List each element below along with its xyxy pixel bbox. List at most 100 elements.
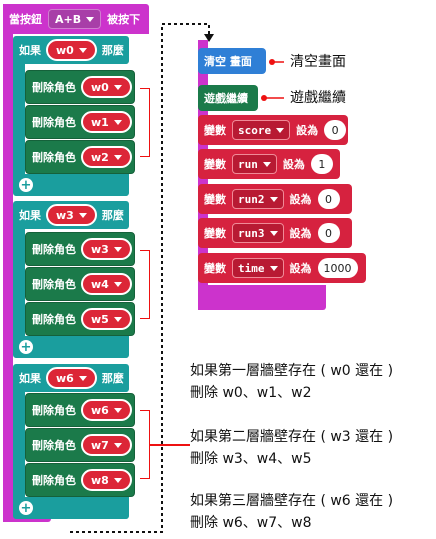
- delete-sprite-label: 刪除角色: [32, 439, 76, 452]
- if-label: 如果: [19, 44, 41, 57]
- if-block-2-spine: [13, 229, 25, 339]
- sprite-dropdown[interactable]: w6: [46, 367, 97, 389]
- sprite-dropdown[interactable]: w5: [81, 308, 132, 330]
- button-dropdown[interactable]: A+B: [48, 9, 102, 29]
- bracket-group-3: [140, 410, 150, 479]
- add-else-plus-icon[interactable]: +: [19, 500, 33, 516]
- if-block-3-spine: [13, 392, 25, 502]
- set-variable-block[interactable]: 變數 score 設為 0: [198, 115, 348, 145]
- add-else-plus-icon[interactable]: +: [19, 177, 33, 193]
- delete-sprite-label: 刪除角色: [32, 243, 76, 256]
- delete-sprite-label: 刪除角色: [32, 151, 76, 164]
- delete-sprite-block[interactable]: 刪除角色 w4: [25, 267, 135, 301]
- then-label: 那麼: [101, 372, 124, 385]
- if-block-2[interactable]: 如果 w3 那麼: [13, 201, 129, 229]
- variable-dropdown[interactable]: score: [232, 120, 291, 140]
- if-block-3[interactable]: 如果 w6 那麼: [13, 364, 129, 392]
- chevron-down-icon: [113, 281, 122, 287]
- sprite-dropdown[interactable]: w0: [81, 76, 132, 98]
- annotation-group-3: 如果第三層牆壁存在 ( w6 還在 ) 刪除 w6、w7、w8: [190, 493, 394, 531]
- set-variable-block[interactable]: 變數 run 設為 1: [198, 149, 340, 179]
- delete-sprite-block[interactable]: 刪除角色 w2: [25, 140, 135, 174]
- set-variable-block[interactable]: 變數 run2 設為 0: [198, 184, 352, 214]
- set-variable-block[interactable]: 變數 time 設為 1000: [198, 253, 366, 283]
- sprite-dropdown[interactable]: w4: [81, 273, 132, 295]
- value-input[interactable]: 0: [317, 223, 340, 243]
- event-block-spine: [3, 4, 13, 522]
- value-input[interactable]: 1000: [317, 258, 358, 278]
- sprite-dropdown[interactable]: w0: [46, 39, 97, 61]
- set-to-label: 設為: [289, 193, 312, 206]
- delete-sprite-block[interactable]: 刪除角色 w7: [25, 428, 135, 462]
- delete-sprite-block[interactable]: 刪除角色 w1: [25, 105, 135, 139]
- delete-sprite-block[interactable]: 刪除角色 w5: [25, 302, 135, 336]
- delete-sprite-label: 刪除角色: [32, 474, 76, 487]
- connector-group-3: [150, 444, 190, 446]
- on-button-pressed-block[interactable]: 當按鈕 A+B 被按下: [3, 4, 149, 34]
- set-to-label: 設為: [289, 262, 312, 275]
- if-block-1[interactable]: 如果 w0 那麼: [13, 36, 129, 64]
- chevron-down-icon: [78, 212, 87, 218]
- value-input[interactable]: 1: [310, 154, 333, 174]
- then-label: 那麼: [101, 44, 124, 57]
- continue-game-label: 遊戲繼續: [204, 92, 248, 105]
- chevron-down-icon: [78, 47, 87, 53]
- variable-label: 變數: [204, 262, 226, 275]
- chevron-down-icon: [262, 161, 271, 167]
- annotation-continue-game: 遊戲繼續: [290, 90, 346, 106]
- sprite-dropdown[interactable]: w1: [81, 111, 132, 133]
- continue-game-block[interactable]: 遊戲繼續: [198, 85, 258, 111]
- bracket-group-2: [140, 250, 150, 319]
- on-button-label: 當按鈕: [9, 13, 42, 26]
- variable-label: 變數: [204, 227, 226, 240]
- delete-sprite-block[interactable]: 刪除角色 w3: [25, 232, 135, 266]
- delete-sprite-label: 刪除角色: [32, 81, 76, 94]
- then-label: 那麼: [101, 209, 124, 222]
- delete-sprite-block[interactable]: 刪除角色 w6: [25, 393, 135, 427]
- chevron-down-icon: [269, 265, 278, 271]
- value-input[interactable]: 0: [324, 120, 347, 140]
- sprite-dropdown[interactable]: w2: [81, 146, 132, 168]
- clear-screen-block[interactable]: 清空 畫面: [198, 48, 266, 74]
- chevron-down-icon: [276, 127, 285, 133]
- chevron-down-icon: [113, 119, 122, 125]
- variable-dropdown[interactable]: run: [232, 154, 277, 174]
- variable-label: 變數: [204, 158, 226, 171]
- bracket-group-1: [140, 88, 150, 157]
- sprite-dropdown[interactable]: w3: [81, 238, 132, 260]
- arrow-down-icon: [204, 34, 214, 42]
- variable-label: 變數: [204, 124, 226, 137]
- if-block-1-spine: [13, 64, 25, 174]
- delete-sprite-label: 刪除角色: [32, 313, 76, 326]
- annotation-group-1: 如果第一層牆壁存在 ( w0 還在 ) 刪除 w0、w1、w2: [190, 363, 394, 401]
- if-label: 如果: [19, 372, 41, 385]
- chevron-down-icon: [269, 230, 278, 236]
- delete-sprite-block[interactable]: 刪除角色 w0: [25, 70, 135, 104]
- sprite-dropdown[interactable]: w8: [81, 469, 132, 491]
- variable-dropdown[interactable]: run2: [232, 189, 284, 209]
- sprite-dropdown[interactable]: w7: [81, 434, 132, 456]
- chevron-down-icon: [86, 16, 95, 22]
- variable-dropdown[interactable]: run3: [232, 223, 284, 243]
- value-input[interactable]: 0: [317, 189, 340, 209]
- set-variable-block[interactable]: 變數 run3 設為 0: [198, 218, 352, 248]
- delete-sprite-label: 刪除角色: [32, 404, 76, 417]
- chevron-down-icon: [113, 442, 122, 448]
- set-to-label: 設為: [289, 227, 312, 240]
- delete-sprite-block[interactable]: 刪除角色 w8: [25, 463, 135, 497]
- if-block-2-footer: +: [13, 336, 129, 358]
- set-to-label: 設為: [296, 124, 319, 137]
- clear-screen-label: 清空 畫面: [204, 55, 252, 68]
- annotation-clear-screen: 清空畫面: [290, 54, 346, 70]
- sprite-dropdown[interactable]: w3: [46, 204, 97, 226]
- if-block-1-footer: +: [13, 174, 129, 196]
- add-else-plus-icon[interactable]: +: [19, 339, 33, 355]
- chevron-down-icon: [113, 84, 122, 90]
- sprite-dropdown[interactable]: w6: [81, 399, 132, 421]
- pressed-label: 被按下: [107, 13, 141, 26]
- chevron-down-icon: [113, 316, 122, 322]
- variable-dropdown[interactable]: time: [232, 258, 284, 278]
- variable-label: 變數: [204, 193, 226, 206]
